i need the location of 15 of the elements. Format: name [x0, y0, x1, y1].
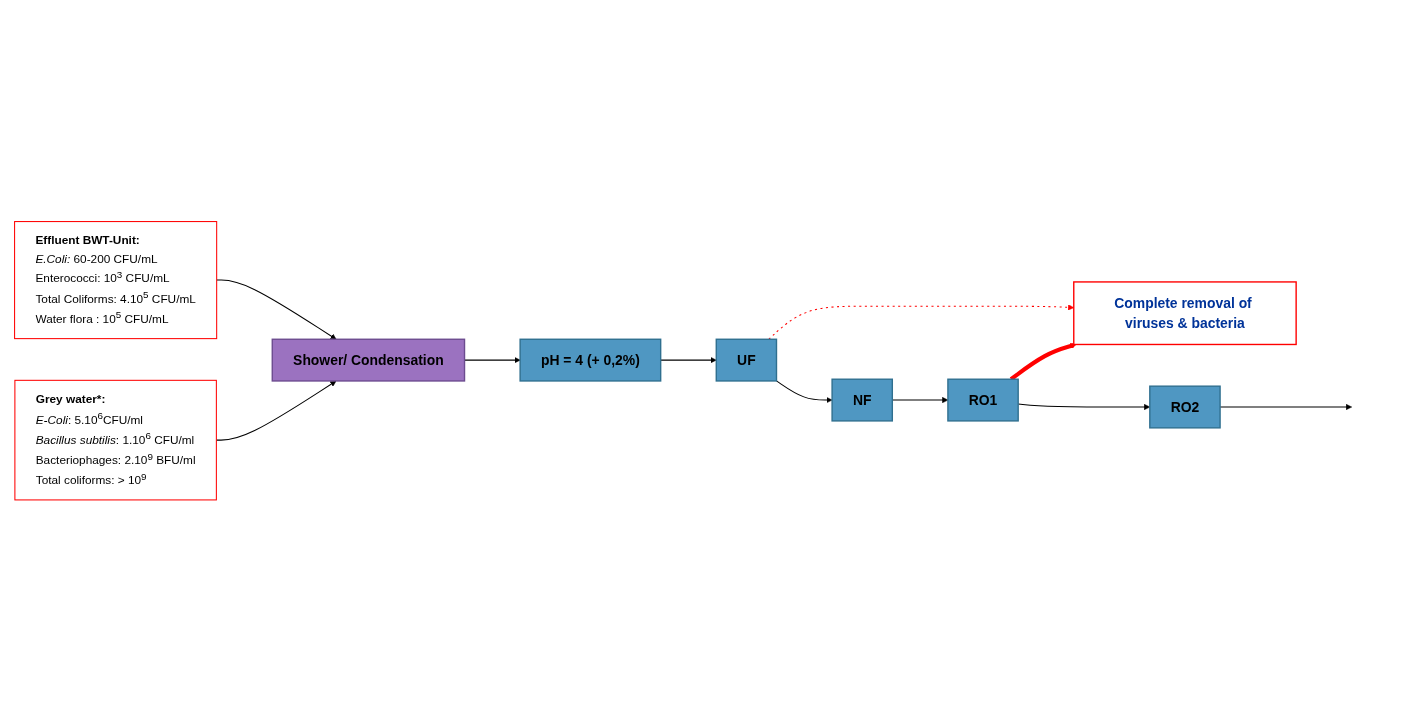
node-box: NF	[830, 378, 893, 422]
arrow	[1017, 403, 1150, 411]
node-box: Shower/ Condensation	[271, 338, 465, 382]
arrow	[1219, 404, 1352, 411]
node-box: UF	[715, 338, 777, 382]
arrow	[891, 397, 948, 404]
node-box: RO1	[946, 378, 1019, 422]
arrow	[767, 304, 1074, 341]
node-box: Effluent BWT-Unit: E.Coli: 60-200 CFU/mL Enterococci: 10$^{3}$ CFU/mL Total Coliforms: 4.10$^{5}$ CFU/mL Water flora : 10$^{5}$ CFU/mL	[13, 221, 217, 340]
node-box: Grey water*: E-Coli: 5.10$^{6}$CFU/ml Bacillus subtilis: 1.10$^{6}$ CFU/ml Bacteriophages: 2.10$^{9}$ BFU/ml Total coliforms: > 10$^{9}$	[13, 380, 217, 501]
node-box: RO2	[1148, 385, 1221, 429]
node-box: pH = 4 (+ 0,2%)	[518, 338, 661, 382]
arrow	[775, 380, 832, 404]
arrow	[215, 380, 336, 441]
node-box: Complete removal of viruses & bacteria	[1072, 281, 1297, 346]
